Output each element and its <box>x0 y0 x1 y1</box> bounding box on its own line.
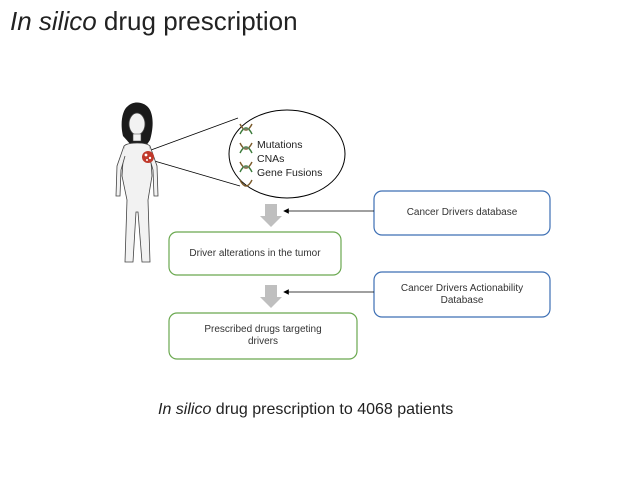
footer-italic: In silico <box>158 401 212 418</box>
connector-line-bottom <box>150 159 241 187</box>
dna-helix-icon <box>239 123 253 187</box>
down-arrow-1 <box>260 204 282 227</box>
footer-caption: In silico drug prescription to 4068 pati… <box>158 401 453 419</box>
footer-rest: drug prescription to 4068 patients <box>211 401 454 418</box>
source-gene-fusions: Gene Fusions <box>257 167 323 179</box>
cancer-drivers-db-label: Cancer Drivers database <box>406 207 518 218</box>
actionability-db-label: Cancer Drivers Actionability Database <box>400 282 524 306</box>
actionability-db-box <box>373 271 551 318</box>
driver-alterations-label: Driver alterations in the tumor <box>189 247 321 259</box>
data-sources-ellipse <box>228 109 346 199</box>
title-rest: drug prescription <box>96 6 298 36</box>
down-arrow-2 <box>260 285 282 308</box>
source-mutations: Mutations <box>257 139 303 151</box>
data-sources-list: Mutations CNAs Gene Fusions <box>257 138 322 180</box>
prescribed-drugs-label: Prescribed drugs targeting drivers <box>204 324 322 347</box>
driver-alterations-box <box>168 231 342 276</box>
prescribed-drugs-box <box>168 312 358 360</box>
source-cnas: CNAs <box>257 153 285 165</box>
woman-silhouette-icon <box>115 102 159 263</box>
connector-line-top <box>150 117 239 151</box>
tumor-icon <box>142 151 154 163</box>
page-title: In silico drug prescription <box>10 6 298 37</box>
title-italic: In silico <box>10 6 97 36</box>
cancer-drivers-db-box <box>373 190 551 236</box>
